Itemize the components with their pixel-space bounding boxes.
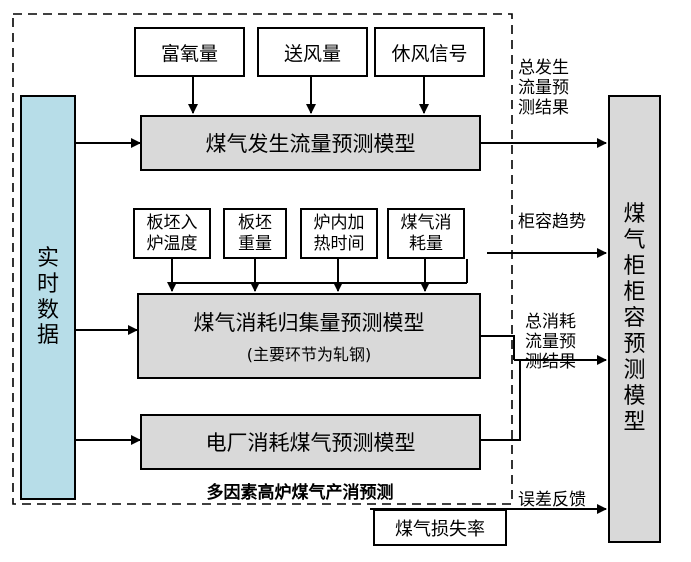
- generation-flow-model: 煤气发生流量预测模型: [140, 115, 481, 171]
- realtime-char-3: 数: [36, 297, 59, 323]
- total-consumption-result-label: 总消耗 流量预 测结果: [525, 312, 576, 373]
- gas-loss-rate-label: 煤气损失率: [395, 518, 485, 540]
- input-stop-signal: 休风信号: [374, 27, 485, 77]
- line-power-out: [481, 360, 521, 441]
- input-heating-time-label: 炉内加 热时间: [313, 213, 365, 254]
- input-slab-temp-label: 板坯入 炉温度: [146, 213, 198, 254]
- input-heating-time: 炉内加 热时间: [300, 208, 378, 259]
- realtime-data-box: 实 时 数 据: [20, 95, 76, 500]
- right-char-6: 预: [623, 331, 646, 357]
- generation-model-label: 煤气发生流量预测模型: [205, 132, 416, 156]
- right-char-4: 柜: [623, 280, 646, 306]
- gas-loss-rate-box: 煤气损失率: [373, 509, 507, 546]
- holder-trend-label: 柜容趋势: [518, 212, 586, 232]
- dashed-region-label: 多因素高炉煤气产消预测: [206, 483, 394, 503]
- power-plant-consumption-model: 电厂消耗煤气预测模型: [140, 414, 481, 470]
- right-char-1: 煤: [623, 202, 646, 228]
- realtime-char-2: 时: [36, 271, 59, 297]
- right-char-3: 柜: [623, 254, 646, 280]
- input-slab-weight-label: 板坯 重量: [238, 213, 272, 254]
- holder-capacity-model: 煤 气 柜 柜 容 预 测 模 型: [608, 95, 661, 543]
- input-gas-consumption-label: 煤气消 耗量: [400, 213, 452, 254]
- input-gas-consumption: 煤气消 耗量: [387, 208, 465, 259]
- right-char-5: 容: [623, 306, 646, 332]
- realtime-char-4: 据: [36, 323, 59, 349]
- right-char-7: 测: [623, 357, 646, 383]
- input-oxygen-label: 富氧量: [160, 42, 218, 65]
- consumption-model-subtitle: (主要环节为轧钢): [246, 345, 372, 364]
- right-char-9: 型: [623, 409, 646, 435]
- right-char-2: 气: [623, 228, 646, 254]
- line-consumption-out: [481, 335, 515, 360]
- right-char-8: 模: [623, 383, 646, 409]
- input-blast-volume: 送风量: [257, 27, 368, 77]
- input-blast-label: 送风量: [283, 42, 341, 65]
- total-generation-result-label: 总发生 流量预 测结果: [518, 58, 569, 119]
- dashed-region: [12, 13, 513, 505]
- power-model-label: 电厂消耗煤气预测模型: [205, 431, 416, 455]
- input-oxygen-enrichment: 富氧量: [134, 27, 245, 77]
- realtime-char-1: 实: [36, 245, 59, 271]
- input-stop-label: 休风信号: [391, 42, 468, 65]
- input-slab-charge-temp: 板坯入 炉温度: [133, 208, 211, 259]
- consumption-model-title: 煤气消耗归集量预测模型: [193, 311, 425, 335]
- input-slab-weight: 板坯 重量: [223, 208, 287, 259]
- error-feedback-label: 误差反馈: [518, 490, 586, 510]
- consumption-collection-model: 煤气消耗归集量预测模型 (主要环节为轧钢): [137, 293, 481, 379]
